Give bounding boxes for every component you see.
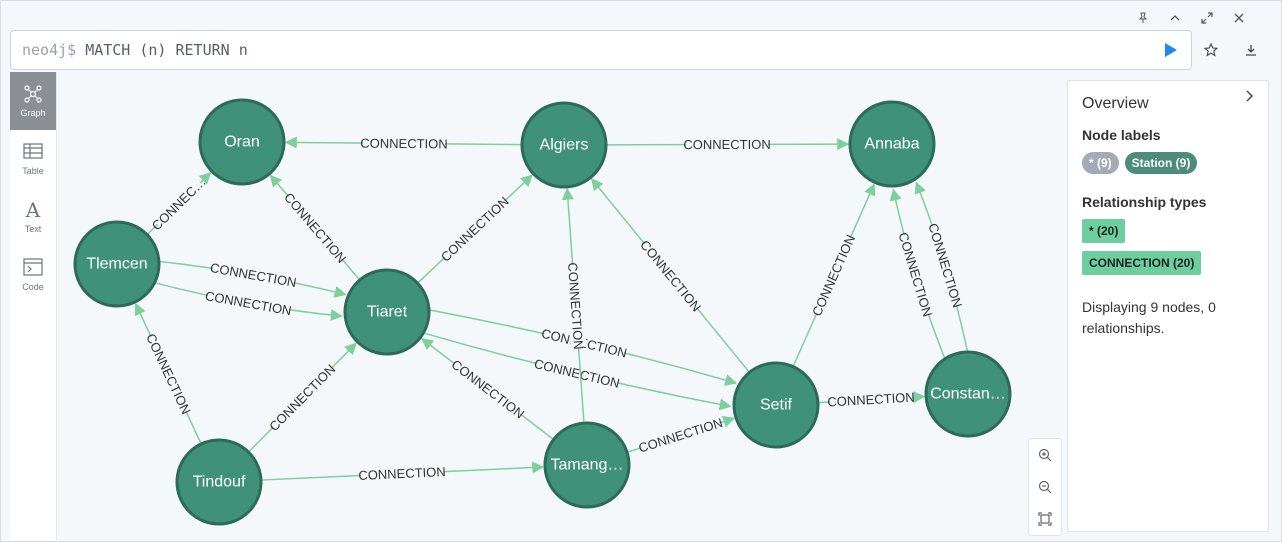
- graph-icon: [23, 84, 43, 104]
- edge-label-bg: [152, 177, 206, 231]
- edge-label: CONNECTION: [449, 357, 528, 422]
- edge-label: CONNECTION: [565, 262, 586, 350]
- pin-icon[interactable]: [1130, 9, 1156, 27]
- node-label: Tlemcen: [86, 256, 147, 273]
- table-icon: [23, 142, 43, 162]
- edge-label-bg: [638, 238, 703, 313]
- fit-icon[interactable]: [1029, 503, 1061, 535]
- sidebar-item-graph[interactable]: Graph: [10, 72, 56, 130]
- edge-label-bg: [829, 389, 913, 410]
- star-icon[interactable]: [1200, 40, 1222, 60]
- overview-description: Displaying 9 nodes, 0 relationships.: [1082, 299, 1216, 336]
- edge-label-bg: [809, 234, 858, 317]
- close-icon[interactable]: [1226, 9, 1252, 27]
- rel-type-connection[interactable]: CONNECTION (20): [1082, 251, 1202, 275]
- node-label: Tamang…: [551, 457, 624, 474]
- node-label: Tiaret: [367, 304, 408, 321]
- play-icon[interactable]: [1163, 41, 1179, 59]
- graph-node-tindouf[interactable]: [175, 438, 263, 526]
- edge-label-bg: [211, 259, 296, 291]
- edge-label-bg: [282, 191, 348, 265]
- edge-label: CONNECTION: [533, 356, 621, 391]
- graph-node-tlemcen[interactable]: [73, 220, 161, 308]
- edge-label: CONNECTION: [266, 361, 338, 434]
- edge-label-bg: [206, 288, 291, 319]
- edge-label-bg: [639, 415, 723, 456]
- relationship-types-list: * (20) CONNECTION (20): [1082, 219, 1254, 283]
- overview-title: Overview: [1082, 95, 1149, 112]
- edge-label: CONNECTION: [281, 190, 349, 266]
- edge-label-bg: [143, 333, 194, 415]
- node-labels-list: * (9)Station (9): [1082, 152, 1254, 174]
- zoom-in-icon[interactable]: [1029, 439, 1061, 471]
- edge-label-bg: [925, 223, 965, 307]
- window-controls: [1130, 9, 1252, 27]
- edge-label: CONNECTION: [637, 415, 725, 456]
- edge-label: CONNEC…: [149, 174, 209, 233]
- query-input[interactable]: MATCH (n) RETURN n: [85, 41, 248, 59]
- node-labels-title: Node labels: [1082, 127, 1161, 143]
- node-label-station[interactable]: Station (9): [1124, 152, 1198, 174]
- node-label: Algiers: [540, 137, 589, 154]
- edge-label-bg: [895, 232, 935, 317]
- sidebar-item-label: Table: [22, 166, 44, 176]
- graph-node-oran[interactable]: [198, 98, 286, 186]
- edge-label-bg: [685, 136, 769, 153]
- view-sidebar: Graph Table A Text Code: [10, 72, 57, 540]
- edge-label: CONNECTION: [827, 390, 915, 410]
- node-label: Setif: [760, 397, 793, 414]
- sidebar-item-label: Text: [24, 224, 42, 234]
- edge-label: CONNECTION: [209, 260, 298, 290]
- zoom-out-icon[interactable]: [1029, 471, 1061, 503]
- node-label: Constan…: [930, 386, 1006, 403]
- edge-label: CONNECTION: [204, 288, 293, 318]
- edge-label: CONNECTION: [925, 221, 965, 309]
- edge-label-bg: [360, 463, 444, 484]
- text-icon: A: [25, 198, 41, 222]
- graph-node-tamanghasset[interactable]: [543, 421, 631, 509]
- edge-label: CONNECTION: [358, 464, 446, 483]
- edge-label: CONNECTION: [683, 137, 770, 152]
- edge-label: CONNECTION: [438, 194, 512, 265]
- expand-icon[interactable]: [1194, 9, 1220, 27]
- edge-label: CONNECTION: [809, 232, 858, 318]
- node-label: Annaba: [864, 136, 919, 153]
- edge-label: CONNECTION: [143, 331, 194, 417]
- graph-node-constantine[interactable]: [924, 350, 1012, 438]
- sidebar-item-text[interactable]: A Text: [10, 188, 56, 246]
- edge-label: CONNECTION: [895, 231, 935, 319]
- rel-type-all[interactable]: * (20): [1082, 219, 1126, 243]
- edge-label-bg: [362, 135, 446, 152]
- edge-label-bg: [439, 195, 511, 264]
- editor-actions: [1200, 40, 1262, 60]
- edge-label-bg: [450, 357, 526, 421]
- edge-label: CONNECTION: [360, 136, 448, 152]
- edge-label-bg: [535, 356, 619, 391]
- node-label: Tindouf: [193, 474, 246, 491]
- relationship-types-title: Relationship types: [1082, 194, 1207, 210]
- sidebar-item-code[interactable]: Code: [10, 246, 56, 304]
- edge-label-bg: [564, 264, 587, 348]
- graph-node-tiaret[interactable]: [343, 268, 431, 356]
- edge-label-bg: [267, 362, 337, 433]
- zoom-controls: [1028, 438, 1062, 536]
- node-label-all[interactable]: * (9): [1082, 152, 1119, 174]
- sidebar-item-label: Graph: [20, 108, 46, 118]
- edge-label: CONNECTION: [637, 237, 704, 314]
- chevron-up-icon[interactable]: [1162, 9, 1188, 27]
- overview-panel: Overview Node labels * (9)Station (9) Re…: [1067, 80, 1269, 532]
- code-icon: [23, 258, 43, 278]
- editor-prompt: neo4j$: [22, 41, 77, 59]
- query-editor[interactable]: neo4j$ MATCH (n) RETURN n: [10, 30, 1192, 70]
- graph-node-setif[interactable]: [732, 361, 820, 449]
- sidebar-item-label: Code: [22, 282, 44, 292]
- node-label: Oran: [224, 134, 260, 151]
- chevron-right-icon[interactable]: [1244, 89, 1254, 107]
- graph-node-annaba[interactable]: [848, 100, 936, 188]
- download-icon[interactable]: [1240, 40, 1262, 60]
- graph-node-algiers[interactable]: [520, 101, 608, 189]
- sidebar-item-table[interactable]: Table: [10, 130, 56, 188]
